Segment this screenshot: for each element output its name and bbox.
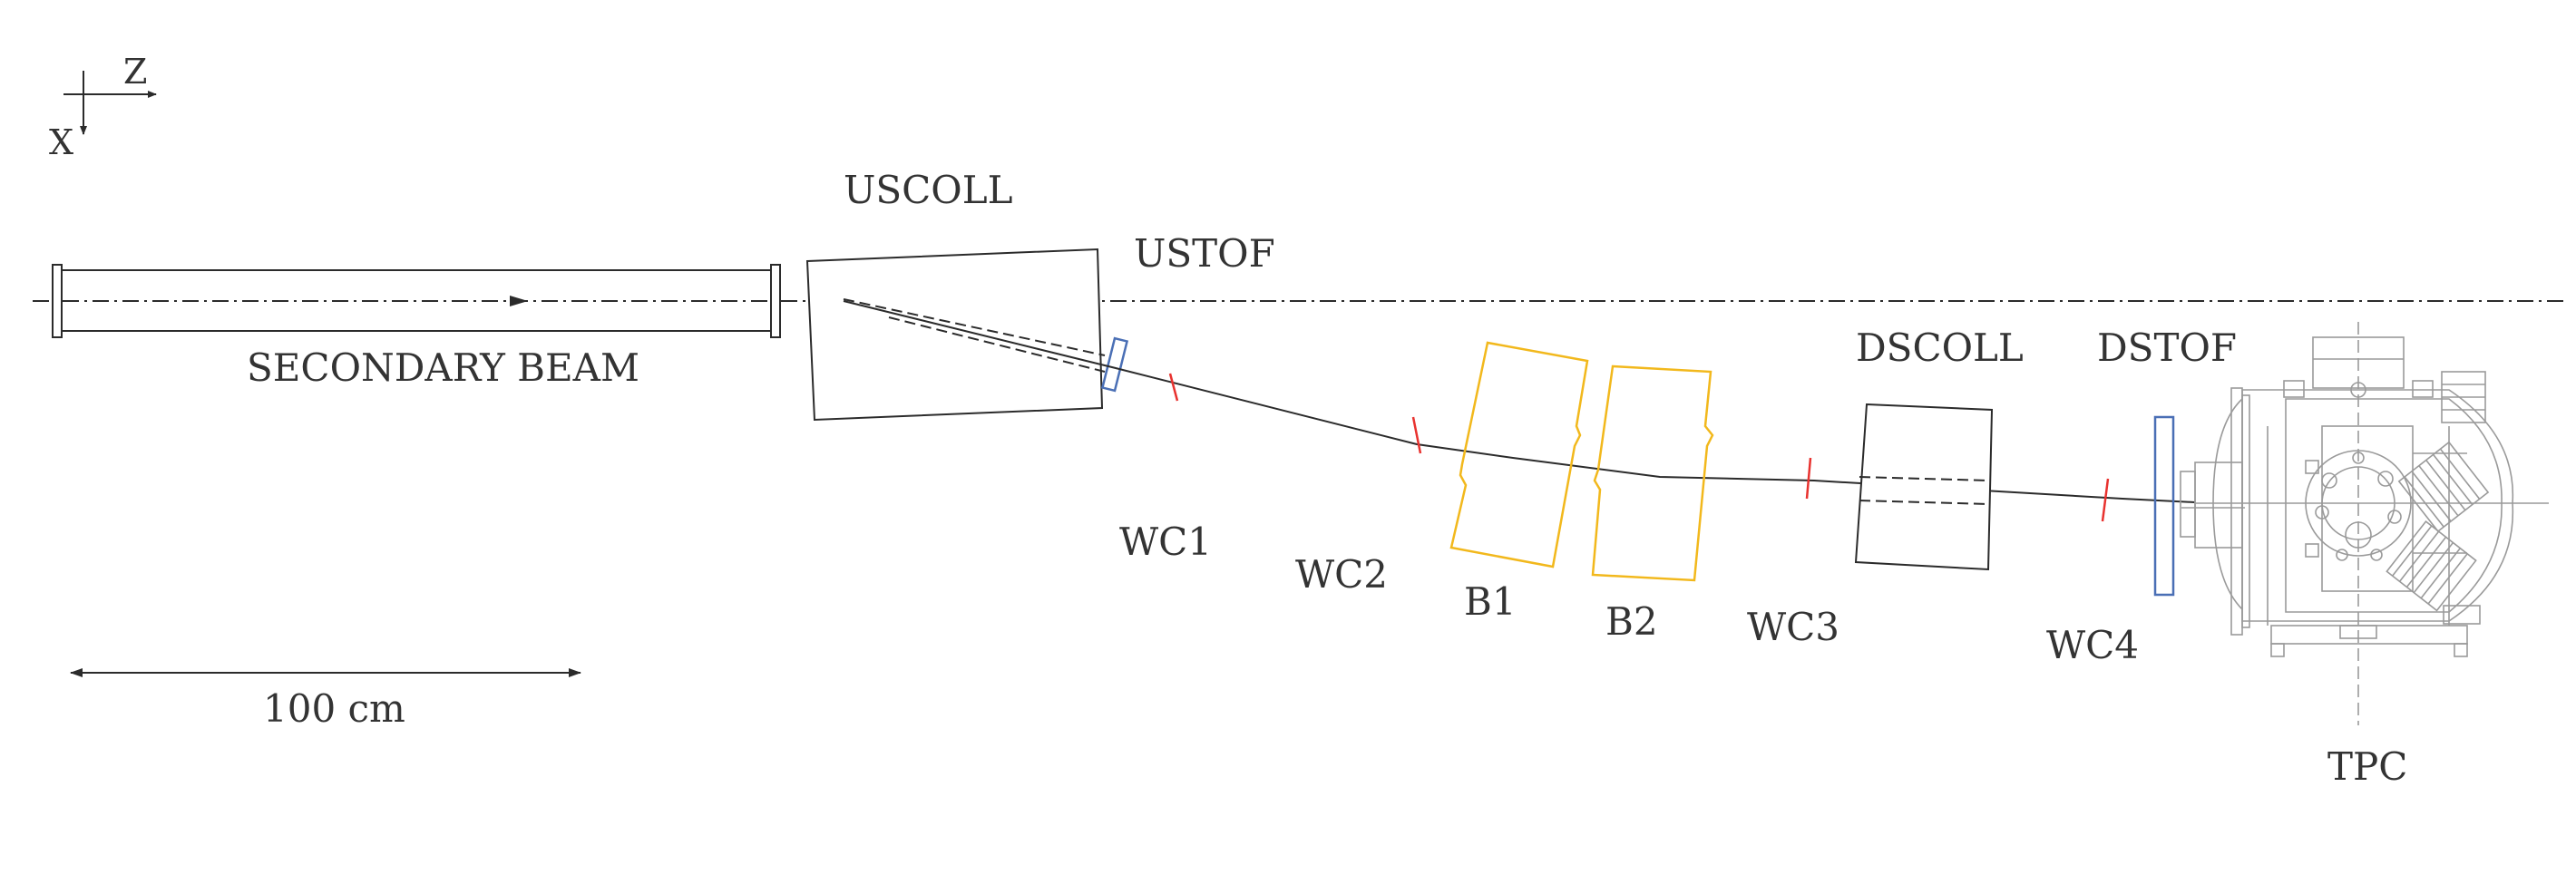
wc2-label: WC2 <box>1295 552 1388 597</box>
wire-chamber-4 <box>2101 478 2110 522</box>
coordinate-axes: Z X <box>49 52 157 162</box>
b1-label: B1 <box>1464 579 1517 624</box>
z-axis-label: Z <box>123 52 147 92</box>
wire-chamber-2 <box>1411 416 1422 454</box>
upstream-collimator <box>805 248 1106 422</box>
secondary-beam-label: SECONDARY BEAM <box>247 345 639 390</box>
tpc-detector <box>2180 322 2549 725</box>
b2-label: B2 <box>1605 599 1658 644</box>
dscoll-label: DSCOLL <box>1856 325 2024 370</box>
wc3-label: WC3 <box>1747 605 1839 649</box>
magnet-b2 <box>1591 364 1714 582</box>
magnet-b1 <box>1449 341 1589 568</box>
dstof-label: DSTOF <box>2097 325 2237 370</box>
tpc-label: TPC <box>2327 744 2407 789</box>
upstream-tof <box>1100 336 1129 393</box>
uscoll-label: USCOLL <box>844 168 1013 212</box>
particle-track <box>843 300 2196 503</box>
beam-direction-arrow <box>510 296 528 306</box>
scale-bar-label: 100 cm <box>263 686 405 731</box>
downstream-tof <box>2153 415 2175 597</box>
wire-chamber-3 <box>1805 457 1812 500</box>
ustof-label: USTOF <box>1134 231 1275 276</box>
downstream-collimator <box>1854 403 1994 571</box>
wc4-label: WC4 <box>2046 623 2139 667</box>
wc1-label: WC1 <box>1119 520 1212 564</box>
wire-chamber-1 <box>1168 373 1179 402</box>
secondary-beam-pipe <box>52 264 781 338</box>
x-axis-label: X <box>49 122 73 162</box>
